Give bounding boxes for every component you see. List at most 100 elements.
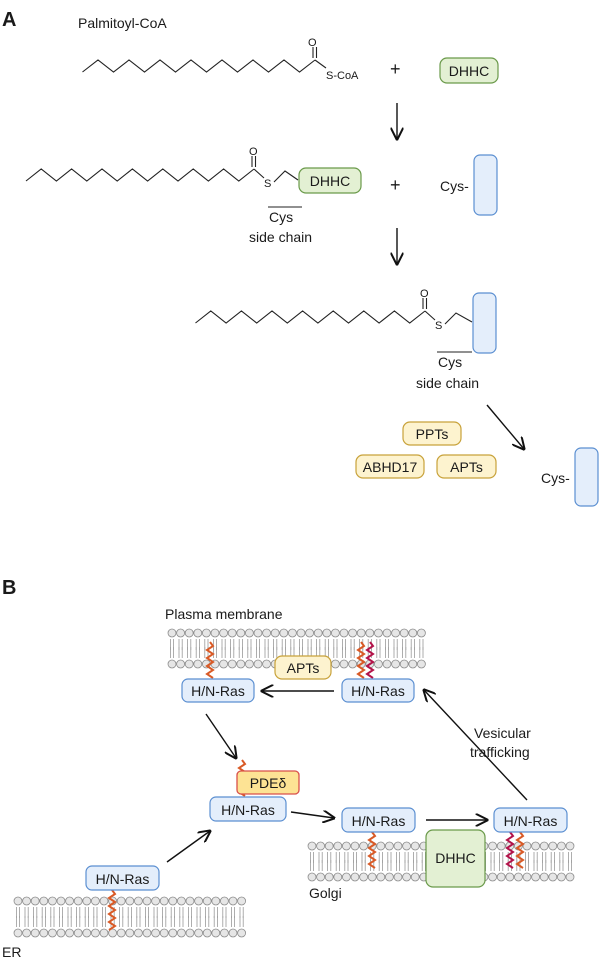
lipid-headgroup (333, 841, 343, 851)
lipid-headgroup (116, 896, 126, 906)
lipid-headgroup (359, 841, 369, 851)
thioester-bond-2 (253, 168, 265, 179)
lipid-headgroup (211, 928, 221, 938)
palmitoyl-anchor-golgi-pair-1 (505, 831, 515, 869)
lipid-headgroup (176, 659, 186, 669)
sulfur-label-3: S (435, 320, 442, 332)
lipid-headgroup (373, 628, 383, 638)
dhhc-enzyme-1 (439, 57, 499, 84)
lipid-headgroup (236, 628, 246, 638)
lipid-headgroup (496, 872, 506, 882)
lipid-headgroup (116, 928, 126, 938)
lipid-headgroup (65, 928, 74, 938)
depalmitoylated-protein (574, 447, 599, 507)
palmitoyl-anchor-er (107, 889, 117, 931)
cys-label-3: Cys (438, 354, 462, 370)
lipid-headgroup (408, 628, 418, 638)
lipid-headgroup (125, 896, 135, 906)
ras-label-pm-right: H/N-Ras (351, 683, 405, 699)
lipid-headgroup (133, 896, 143, 906)
dhhc-label-2: DHHC (310, 173, 350, 189)
cys-prefix-2: Cys- (541, 470, 570, 486)
apts-label-a: APTs (450, 459, 483, 475)
lipid-headgroup (488, 872, 498, 882)
lipid-headgroup (393, 841, 403, 851)
lipid-headgroup (211, 896, 221, 906)
lipid-headgroup (350, 872, 360, 882)
thioester-bond-3 (424, 310, 436, 321)
lipid-headgroup (159, 928, 169, 938)
pde-delta-chaperone (236, 770, 300, 795)
lipid-headgroup (393, 872, 403, 882)
substrate-protein-1 (473, 154, 498, 216)
lipid-headgroup (48, 928, 57, 938)
lipid-headgroup (48, 896, 57, 906)
lipid-headgroup (219, 896, 229, 906)
ras-golgi-right (493, 807, 568, 833)
lipid-headgroup (539, 872, 549, 882)
lipid-headgroup (391, 659, 401, 669)
lipid-headgroup (91, 928, 100, 938)
lipid-headgroup (348, 659, 358, 669)
ras-label-golgi-left: H/N-Ras (352, 813, 406, 829)
lipid-headgroup (194, 928, 204, 938)
lipid-headgroup (168, 896, 178, 906)
ras-pm-left (181, 678, 255, 703)
lipid-headgroup (184, 659, 194, 669)
lipid-headgroup (202, 928, 212, 938)
apts-enzyme-a (436, 454, 497, 479)
lipid-headgroup (125, 928, 135, 938)
lipid-headgroup (262, 628, 272, 638)
palmitoylated-protein (472, 292, 497, 354)
lipid-headgroup (176, 628, 186, 638)
abhd17-enzyme (355, 454, 425, 479)
arrow-vesicular (424, 690, 528, 801)
lipid-headgroup (244, 659, 254, 669)
lipid-headgroup (399, 628, 409, 638)
lipid-headgroup (565, 872, 575, 882)
ppts-label: PPTs (416, 426, 449, 442)
lipid-headgroup (384, 841, 394, 851)
ras-label-golgi-right: H/N-Ras (504, 813, 558, 829)
palmitoyl-chain-1 (82, 59, 316, 73)
ppts-enzyme (402, 421, 462, 446)
lipid-headgroup (228, 928, 238, 938)
lipid-headgroup (22, 928, 32, 938)
oxygen-label-3: O (420, 288, 429, 300)
lipid-headgroup (219, 659, 229, 669)
lipid-headgroup (316, 872, 326, 882)
lipid-headgroup (402, 841, 412, 851)
ras-label-pm-left: H/N-Ras (191, 683, 245, 699)
lipid-headgroup (339, 659, 349, 669)
arrow-to-pde (205, 713, 236, 758)
lipid-headgroup (305, 628, 315, 638)
plasma-membrane-label: Plasma membrane (165, 606, 283, 622)
lipid-headgroup (313, 628, 323, 638)
lipid-headgroup (324, 872, 334, 882)
oxygen-label-1: O (308, 37, 317, 49)
lipid-headgroup (330, 659, 340, 669)
lipid-headgroup (279, 628, 289, 638)
lipid-headgroup (151, 896, 161, 906)
palmitoyl-anchor-pm-pair-2 (365, 641, 375, 679)
lipid-headgroup (296, 628, 306, 638)
dhhc-label-golgi: DHHC (435, 850, 475, 866)
palmitoyl-chain-2 (25, 168, 255, 182)
lipid-headgroup (330, 628, 340, 638)
lipid-headgroup (557, 872, 566, 882)
lipid-headgroup (237, 896, 247, 906)
lipid-headgroup (176, 928, 186, 938)
lipid-headgroup (356, 628, 366, 638)
lipid-headgroup (307, 841, 317, 851)
vesicular-label-2: trafficking (470, 744, 530, 760)
lipid-headgroup (201, 628, 211, 638)
lipid-headgroup (350, 841, 360, 851)
lipid-headgroup (253, 628, 263, 638)
apts-label-b: APTs (287, 660, 320, 676)
lipid-headgroup (167, 628, 177, 638)
lipid-headgroup (384, 872, 394, 882)
arrow-er-to-pde (166, 831, 210, 863)
lipid-headgroup (365, 628, 375, 638)
side-chain-label-3: side chain (416, 375, 479, 391)
